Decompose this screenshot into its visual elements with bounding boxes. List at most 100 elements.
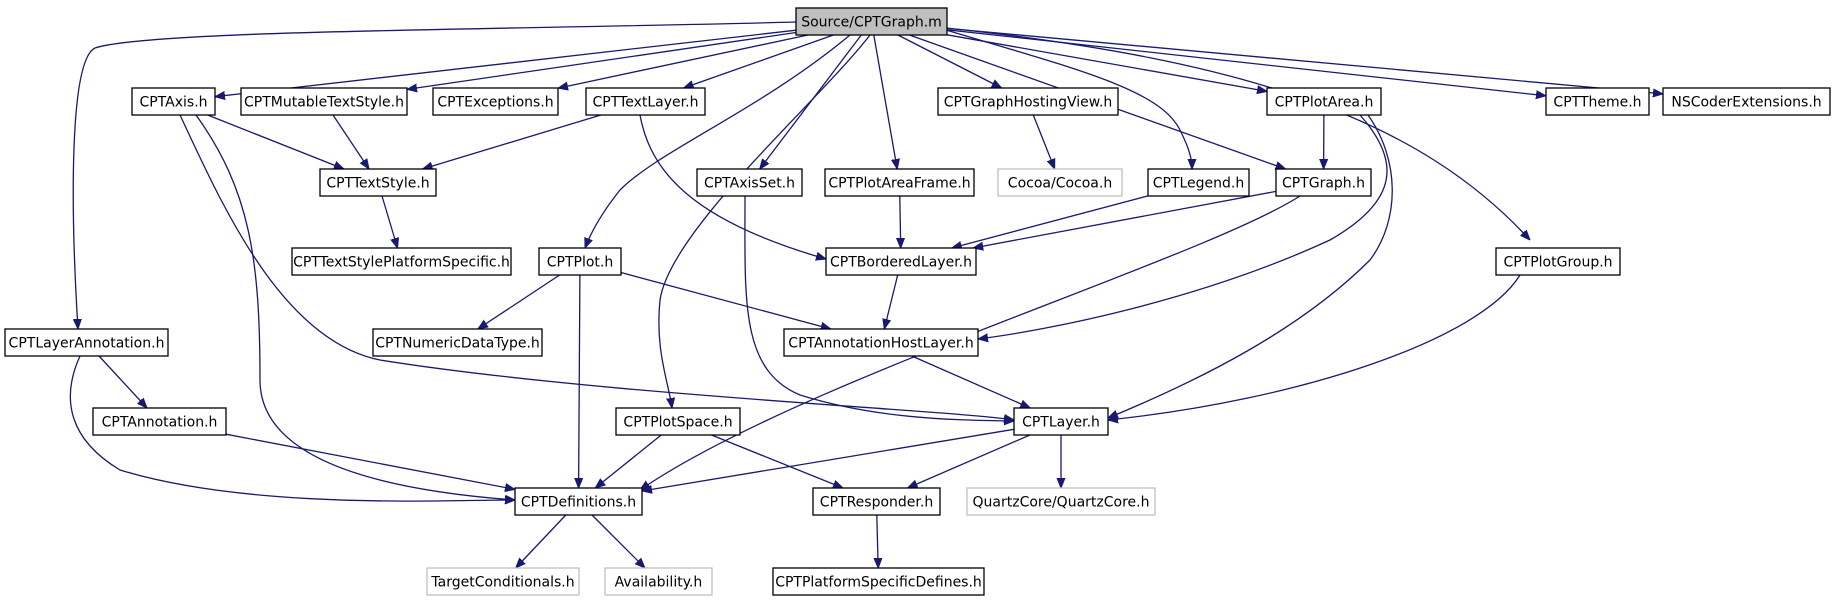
node-label: CPTNumericDataType.h (375, 336, 540, 352)
node-label: CPTPlatformSpecificDefines.h (775, 575, 982, 591)
node-label: CPTTextLayer.h (593, 95, 699, 111)
node-box (426, 567, 580, 596)
node-box (291, 247, 512, 276)
node-tsps[interactable]: CPTTextStylePlatformSpecific.h (291, 247, 512, 276)
edge-src-to-la (73, 21, 797, 329)
node-box (92, 407, 227, 436)
edge-src-to-as (760, 34, 862, 169)
node-label: CPTBorderedLayer.h (830, 255, 972, 271)
edge-ann-to-defs (225, 433, 515, 489)
edge-axis-to-ts (207, 114, 344, 170)
node-label: CPTExceptions.h (437, 95, 553, 111)
node-leg[interactable]: CPTLegend.h (1147, 168, 1250, 197)
node-ann[interactable]: CPTAnnotation.h (92, 407, 227, 436)
node-label: CPTAnnotation.h (102, 415, 218, 431)
node-axis[interactable]: CPTAxis.h (131, 87, 216, 116)
node-label: CPTAnnotationHostLayer.h (788, 336, 973, 352)
node-src[interactable]: Source/CPTGraph.m (795, 7, 948, 36)
node-ghv[interactable]: CPTGraphHostingView.h (937, 87, 1119, 116)
node-box (1147, 168, 1250, 197)
node-la[interactable]: CPTLayerAnnotation.h (4, 328, 169, 357)
edge-axis-to-layer (179, 114, 1014, 420)
edge-pa-to-layer (1108, 114, 1393, 419)
edge-plot-to-ahl (620, 271, 831, 330)
node-paf[interactable]: CPTPlotAreaFrame.h (824, 168, 975, 197)
node-cocoa[interactable]: Cocoa/Cocoa.h (997, 168, 1123, 197)
edge-src-to-tl (684, 34, 834, 88)
node-tl[interactable]: CPTTextLayer.h (585, 87, 706, 116)
edge-plot-to-defs (579, 274, 580, 488)
edge-graph-to-bl (973, 190, 1277, 248)
node-label: CPTTextStylePlatformSpecific.h (293, 255, 510, 271)
node-label: Source/CPTGraph.m (801, 15, 942, 31)
node-box (1013, 407, 1109, 436)
edge-ps-to-defs (595, 434, 662, 488)
edge-ts-to-tsps (381, 195, 398, 248)
node-box (604, 567, 713, 596)
node-box (372, 328, 543, 357)
edge-la-to-defs (69, 355, 515, 501)
node-as[interactable]: CPTAxisSet.h (696, 168, 803, 197)
node-avail[interactable]: Availability.h (604, 567, 713, 596)
node-layer[interactable]: CPTLayer.h (1013, 407, 1109, 436)
node-box (514, 487, 643, 516)
edge-defs-to-tc (516, 514, 567, 568)
node-mts[interactable]: CPTMutableTextStyle.h (240, 87, 408, 116)
edges-layer (69, 21, 1663, 568)
node-ps[interactable]: CPTPlotSpace.h (615, 407, 741, 436)
node-label: CPTPlotArea.h (1275, 95, 1374, 111)
node-pa[interactable]: CPTPlotArea.h (1266, 87, 1382, 116)
edge-tl-to-bl (639, 114, 826, 259)
node-label: QuartzCore/QuartzCore.h (973, 495, 1150, 511)
node-ahl[interactable]: CPTAnnotationHostLayer.h (783, 328, 979, 357)
node-tc[interactable]: TargetConditionals.h (426, 567, 580, 596)
edge-tl-to-ts (423, 114, 602, 169)
node-plot[interactable]: CPTPlot.h (538, 247, 622, 276)
node-box (783, 328, 979, 357)
node-label: CPTGraphHostingView.h (944, 95, 1113, 111)
edge-src-to-axis (215, 29, 797, 97)
node-ts[interactable]: CPTTextStyle.h (319, 168, 437, 197)
edge-src-to-leg (945, 29, 1192, 169)
node-label: Availability.h (615, 575, 703, 591)
node-label: CPTPlotSpace.h (623, 415, 732, 431)
node-label: TargetConditionals.h (430, 575, 574, 591)
node-label: CPTPlotAreaFrame.h (828, 176, 970, 192)
node-box (825, 247, 977, 276)
node-label: CPTDefinitions.h (521, 495, 636, 511)
node-box (1266, 87, 1382, 116)
node-label: CPTLayer.h (1022, 415, 1100, 431)
node-box (1275, 168, 1372, 197)
edge-graph-to-defs (640, 195, 1301, 490)
node-box (615, 407, 741, 436)
node-label: CPTTheme.h (1553, 95, 1641, 111)
node-qc[interactable]: QuartzCore/QuartzCore.h (966, 487, 1156, 516)
edge-bl-to-ahl (884, 274, 899, 329)
node-bl[interactable]: CPTBorderedLayer.h (825, 247, 977, 276)
node-box (1662, 87, 1831, 116)
edge-src-to-ps (658, 34, 871, 408)
node-box (812, 487, 941, 516)
node-label: Cocoa/Cocoa.h (1008, 176, 1112, 192)
node-box (4, 328, 169, 357)
node-resp[interactable]: CPTResponder.h (812, 487, 941, 516)
node-box (696, 168, 803, 197)
node-exc[interactable]: CPTExceptions.h (432, 87, 559, 116)
node-ppsd[interactable]: CPTPlatformSpecificDefines.h (772, 567, 985, 596)
node-ndt[interactable]: CPTNumericDataType.h (372, 328, 543, 357)
node-graph[interactable]: CPTGraph.h (1275, 168, 1372, 197)
node-nscoder[interactable]: NSCoderExtensions.h (1662, 87, 1831, 116)
node-label: CPTAxis.h (139, 95, 207, 111)
node-theme[interactable]: CPTTheme.h (1545, 87, 1650, 116)
edge-pg-to-layer (1108, 274, 1521, 420)
node-box (131, 87, 216, 116)
node-defs[interactable]: CPTDefinitions.h (514, 487, 643, 516)
node-label: CPTResponder.h (820, 495, 933, 511)
node-box (432, 87, 559, 116)
edge-pa-to-ahl (978, 114, 1388, 339)
edge-layer-to-resp (908, 434, 1031, 489)
edge-axis-to-defs (195, 114, 515, 500)
node-pg[interactable]: CPTPlotGroup.h (1495, 247, 1621, 276)
